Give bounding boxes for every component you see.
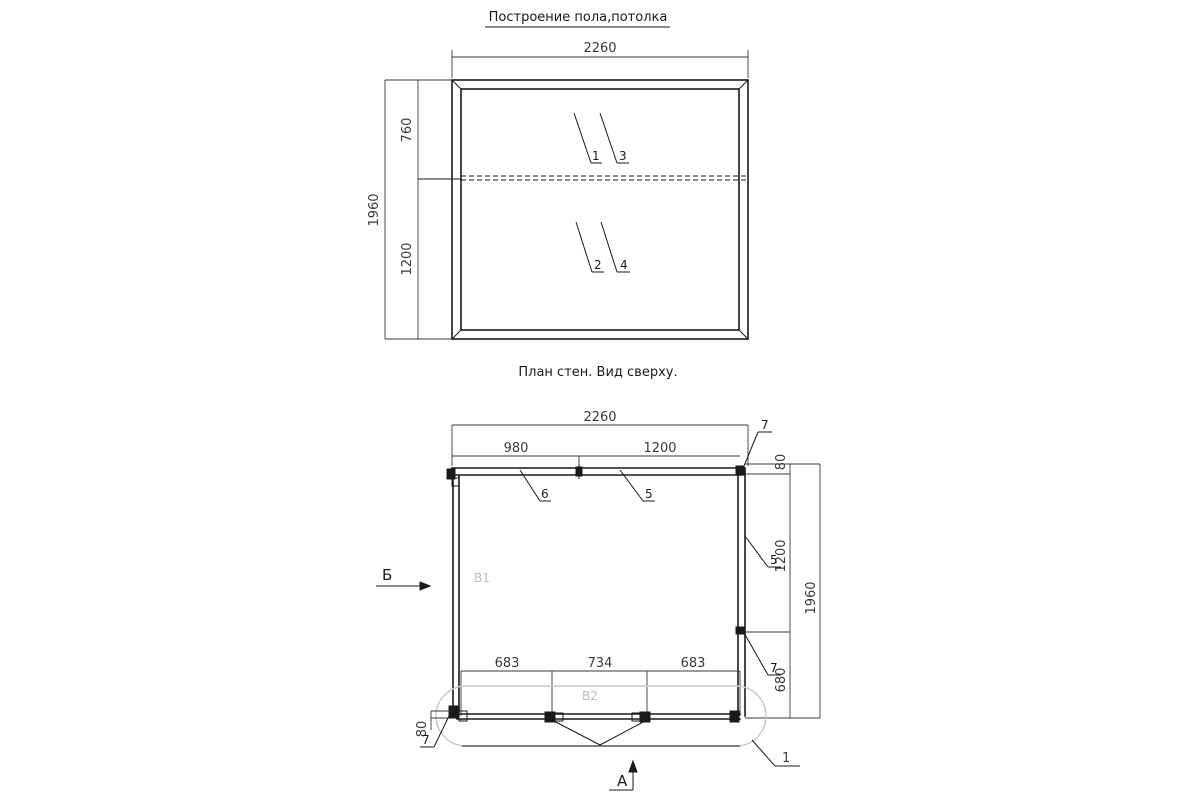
fc-callout-4-label: 4 — [620, 258, 628, 272]
wp-callout-5-top-label: 5 — [645, 487, 653, 501]
floor-ceiling-title: Построение пола,потолка — [489, 10, 668, 25]
wall-plan-view: План стен. Вид сверху. 2260 980 1200 8 — [376, 365, 821, 791]
wp-callout-1-label: 1 — [782, 751, 790, 766]
floor-ceiling-view: Построение пола,потолка 2260 1960 760 12… — [367, 10, 749, 340]
fc-total-dim-text: 1960 — [367, 193, 382, 226]
wp-bottom-roller-2 — [639, 711, 651, 723]
wp-br-corner-block — [729, 710, 740, 723]
wp-callout-7-left-label: 7 — [422, 733, 430, 747]
wp-right-bottom-dim-text: 680 — [774, 668, 789, 693]
wp-top-right-dim-text: 1200 — [643, 441, 676, 456]
wp-top-left-dim-text: 980 — [504, 441, 529, 456]
view-arrow-a-label: А — [617, 772, 628, 790]
wp-bottom-dim-3: 683 — [681, 656, 706, 671]
wp-right-mid-connector — [735, 626, 745, 635]
fc-miter-tl — [451, 79, 462, 90]
fc-outer-frame — [451, 79, 749, 340]
fc-callout-2-leader — [575, 221, 593, 273]
wp-tl-corner-block — [446, 468, 456, 480]
fc-inner-frame — [460, 88, 740, 331]
fc-callout-2-label: 2 — [594, 258, 602, 272]
wp-callout-5-right-leader — [744, 535, 769, 568]
wp-bl-hinge — [458, 710, 468, 722]
wp-right-total-dim-text: 1960 — [804, 581, 819, 614]
wp-callout-5-right-label: 5 — [770, 553, 778, 567]
wp-door-swing-left — [551, 719, 601, 746]
wp-width-dim-text: 2260 — [583, 410, 616, 425]
fc-callout-3-leader — [599, 112, 618, 164]
wp-bottom-roller-1-cap — [554, 712, 564, 722]
wp-right-mid-dim-text: 1200 — [774, 539, 789, 572]
wp-callout-7-right-label: 7 — [770, 661, 778, 675]
fc-miter-br — [738, 329, 749, 340]
wp-callout-6-label: 6 — [541, 487, 549, 501]
wp-callout-1-outline — [435, 685, 767, 747]
wp-zone-b1-label: B1 — [474, 571, 490, 585]
wall-plan-title: План стен. Вид сверху. — [518, 365, 677, 380]
wp-tr-corner-block — [735, 465, 745, 476]
fc-callout-1-label: 1 — [592, 149, 600, 163]
wp-bottom-roller-1 — [544, 711, 556, 723]
fc-top-dim-text: 760 — [400, 118, 415, 143]
fc-width-dim-text: 2260 — [583, 41, 616, 56]
view-arrow-a-head — [628, 759, 638, 773]
wp-bottom-dim-1: 683 — [495, 656, 520, 671]
wp-callout-7-left-leader — [433, 715, 450, 748]
view-arrow-b-label: Б — [382, 566, 392, 584]
fc-callout-1-leader — [573, 112, 592, 164]
view-arrow-b-head — [419, 581, 432, 591]
fc-miter-tr — [738, 79, 749, 90]
wp-top-connector — [575, 466, 583, 477]
fc-callout-3-label: 3 — [619, 149, 627, 163]
fc-bottom-dim-text: 1200 — [400, 242, 415, 275]
wp-bl-corner-block — [448, 705, 460, 719]
wp-bottom-roller-2-cap — [631, 712, 641, 722]
wp-right-top-dim-text: 80 — [774, 454, 789, 471]
wp-bottom-dim-2: 734 — [588, 656, 613, 671]
wp-left-small-dim-text: 80 — [415, 721, 430, 738]
fc-callout-4-leader — [600, 221, 618, 273]
wp-callout-6-leader — [519, 469, 541, 502]
fc-miter-bl — [451, 329, 462, 340]
wp-callout-7-top-leader — [743, 431, 759, 467]
wp-callout-1-leader — [751, 739, 776, 767]
wp-callout-7-right-leader — [742, 630, 769, 676]
wp-callout-7-top-label: 7 — [761, 418, 769, 432]
wp-door-swing-right — [599, 719, 648, 746]
wp-callout-5-top-leader — [619, 469, 644, 502]
wp-zone-b2-label: B2 — [582, 689, 598, 703]
